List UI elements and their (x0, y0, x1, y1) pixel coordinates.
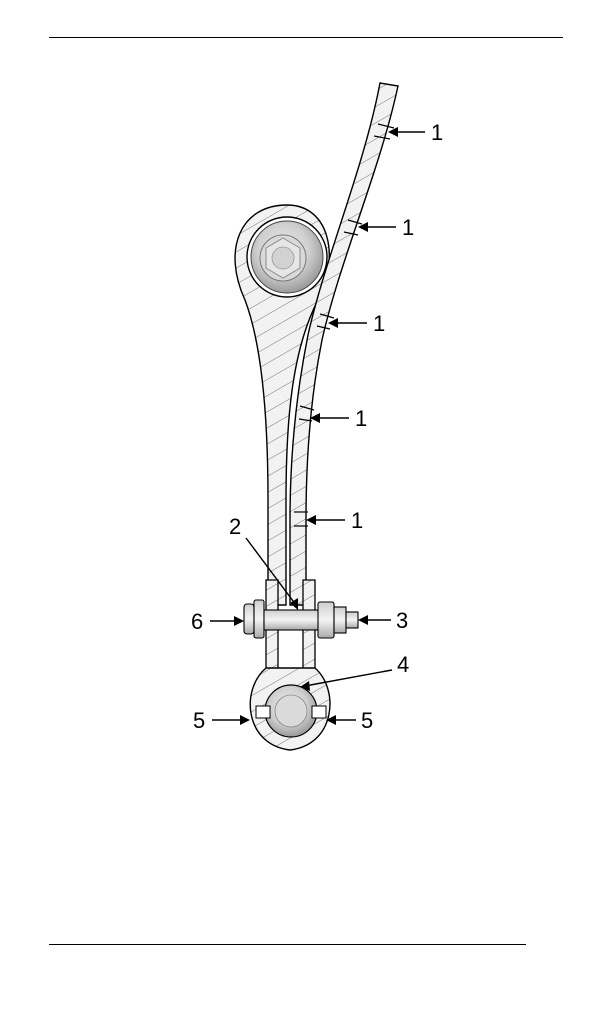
callout-1a: 1 (388, 120, 443, 145)
callout-1e: 1 (306, 508, 363, 533)
callout-label: 1 (402, 215, 414, 240)
callout-label: 1 (431, 120, 443, 145)
callout-label: 2 (229, 514, 241, 539)
callout-1b: 1 (358, 215, 414, 240)
callout-label: 6 (191, 609, 203, 634)
callout-5-right: 5 (326, 708, 373, 733)
callout-label: 4 (397, 652, 409, 677)
lower-shackle-eye (249, 667, 331, 751)
callout-label: 1 (373, 311, 385, 336)
footer-rule (49, 944, 526, 945)
callout-3: 3 (358, 608, 408, 633)
callout-label: 3 (396, 608, 408, 633)
callout-label: 1 (355, 406, 367, 431)
spring-eye-bushing (250, 220, 324, 294)
callout-2: 2 (229, 514, 298, 610)
secondary-spring-leaf (289, 82, 399, 606)
callout-1c: 1 (328, 311, 385, 336)
callout-1d: 1 (310, 406, 367, 431)
callout-label: 5 (361, 708, 373, 733)
callout-6: 6 (191, 609, 244, 634)
callout-label: 5 (193, 708, 205, 733)
callout-4: 4 (300, 652, 409, 691)
shackle-bolt-assembly (243, 599, 359, 639)
callout-label: 1 (351, 508, 363, 533)
callout-5-left: 5 (193, 708, 250, 733)
header-rule (49, 37, 563, 38)
